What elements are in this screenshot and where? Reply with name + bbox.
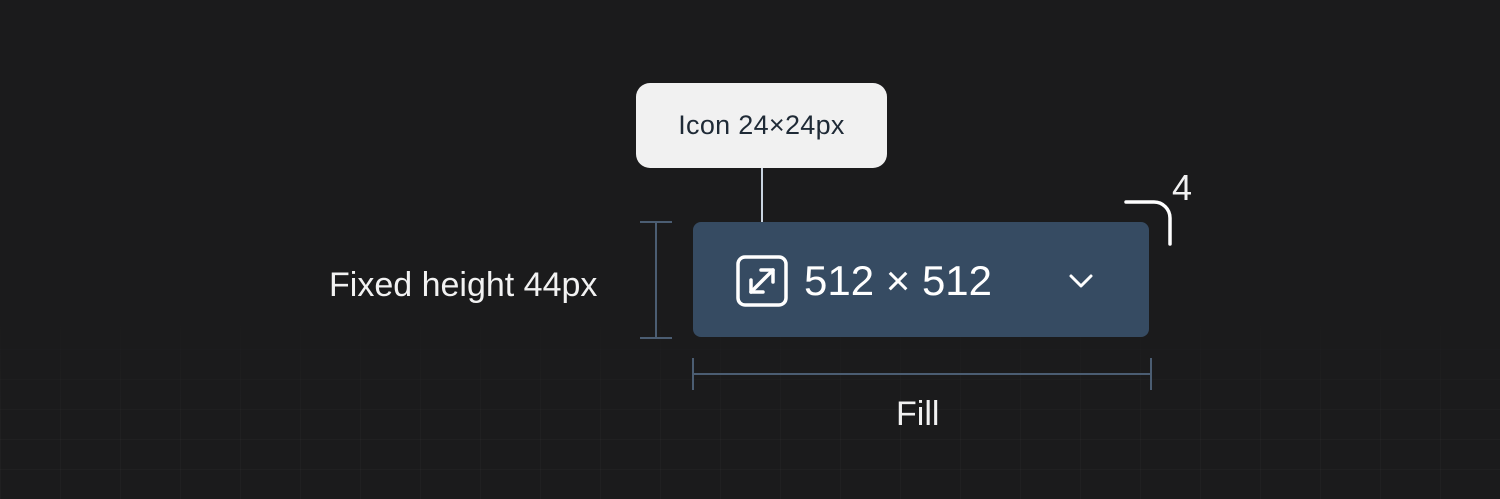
chevron-down-icon[interactable] bbox=[1066, 266, 1096, 296]
select-value: 512 × 512 bbox=[804, 257, 993, 304]
height-label: Fixed height 44px bbox=[329, 266, 598, 304]
corner-radius-icon bbox=[1124, 200, 1172, 246]
height-dimension-line bbox=[640, 221, 672, 339]
width-label: Fill bbox=[896, 395, 940, 433]
tooltip-connector-line bbox=[761, 168, 763, 236]
width-dimension-line bbox=[692, 358, 1152, 390]
resize-diagonal-icon bbox=[736, 255, 788, 307]
background-grid bbox=[0, 319, 1500, 499]
radius-label: 4 bbox=[1172, 167, 1193, 208]
tooltip-text: Icon 24×24px bbox=[678, 110, 845, 140]
icon-size-tooltip: Icon 24×24px bbox=[636, 83, 887, 168]
